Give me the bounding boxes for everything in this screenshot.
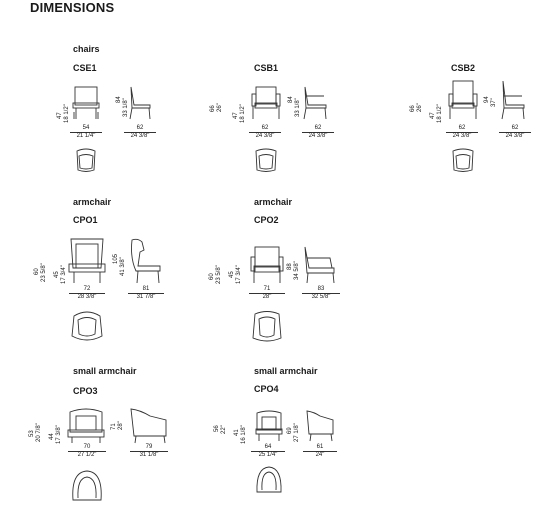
page-title: DIMENSIONS xyxy=(30,0,115,15)
tub-chair-top-view-icon xyxy=(72,470,102,501)
tub-chair-side-view-icon xyxy=(130,408,167,444)
section-label-armchair: armchair xyxy=(73,197,112,207)
height-total-in-cpo2: 34 5/8" xyxy=(294,261,300,280)
height-seat-cpo1: 45 xyxy=(54,271,60,278)
height-total-csb2: 94 xyxy=(484,96,490,103)
height-seat-in-cse1: 18 1/2" xyxy=(64,104,70,123)
height-total-csb1: 84 xyxy=(288,96,294,103)
wingchair-front-view-icon xyxy=(68,238,106,283)
height-seat-in-cpo4: 16 1/8" xyxy=(241,425,247,444)
height-arm-cpo1: 60 xyxy=(34,268,40,275)
lounge-armchair-top-view-icon xyxy=(252,311,282,342)
armchair-top-view-icon xyxy=(255,148,277,172)
wingchair-top-view-icon xyxy=(71,311,103,341)
height-arm-cpo3: 53 xyxy=(29,430,35,437)
height-seat-in-cpo2: 17 3/4" xyxy=(236,265,242,284)
small-tub-chair-front-view-icon xyxy=(255,410,283,441)
model-code-cpo4: CPO4 xyxy=(254,384,279,394)
height-total-cpo4: 69 xyxy=(287,427,293,434)
section-label-chairs: chairs xyxy=(73,44,100,54)
height-arm-csb2: 66 xyxy=(410,105,416,112)
tub-chair-front-view-icon xyxy=(67,408,105,443)
model-code-cse1: CSE1 xyxy=(73,63,97,73)
chair-front-view-icon xyxy=(72,86,100,119)
height-arm-in-cpo1: 23 5/8" xyxy=(41,263,47,282)
model-code-cpo3: CPO3 xyxy=(73,386,98,396)
lounge-armchair-side-view-icon xyxy=(304,246,335,284)
height-total-cpo2: 88 xyxy=(287,263,293,270)
height-arm-in-cpo2: 23 5/8" xyxy=(216,265,222,284)
chair-side-view-icon xyxy=(129,86,151,120)
model-code-cpo2: CPO2 xyxy=(254,215,279,225)
height-seat-in-cpo3: 17 3/8" xyxy=(56,425,62,444)
lounge-armchair-front-view-icon xyxy=(250,246,284,283)
height-total-in-cpo4: 27 1/8" xyxy=(294,423,300,442)
section-label-armchair-2: armchair xyxy=(254,197,293,207)
model-code-csb1: CSB1 xyxy=(254,63,279,73)
height-arm-in-csb1: 26" xyxy=(217,103,223,112)
small-tub-chair-top-view-icon xyxy=(256,466,282,493)
armchair-high-front-view-icon xyxy=(448,80,478,119)
small-tub-chair-side-view-icon xyxy=(306,410,334,442)
height-total-cpo1: 105 xyxy=(113,253,119,264)
height-seat-cpo2: 45 xyxy=(229,271,235,278)
height-total-cpo3: 71 xyxy=(111,423,117,430)
height-total-cse1: 84 xyxy=(116,96,122,103)
armchair-front-view-icon xyxy=(251,86,281,119)
height-arm-in-cpo3: 20 7/8" xyxy=(36,423,42,442)
model-code-cpo1: CPO1 xyxy=(73,215,98,225)
height-seat-in-cpo1: 17 3/4" xyxy=(61,265,67,284)
height-arm-cpo2: 60 xyxy=(209,273,215,280)
height-seat-in-csb2: 18 1/2" xyxy=(437,104,443,123)
height-total-in-csb2: 37" xyxy=(491,98,497,107)
height-arm-csb1: 66 xyxy=(210,105,216,112)
armchair-high-side-view-icon xyxy=(501,80,525,120)
height-arm-in-csb2: 26" xyxy=(417,103,423,112)
height-seat-cpo3: 44 xyxy=(49,433,55,440)
model-code-csb2: CSB2 xyxy=(451,63,476,73)
height-seat-csb1: 47 xyxy=(233,112,239,119)
height-seat-cse1: 47 xyxy=(57,112,63,119)
height-seat-in-csb1: 18 1/2" xyxy=(240,104,246,123)
armchair-high-top-view-icon xyxy=(452,148,474,172)
height-arm-in-cpo4: 22" xyxy=(221,425,227,434)
section-label-small-armchair-2: small armchair xyxy=(254,366,318,376)
height-arm-cpo4: 56 xyxy=(214,425,220,432)
height-total-in-cpo3: 28" xyxy=(118,421,124,430)
armchair-side-view-icon xyxy=(303,86,327,120)
height-seat-csb2: 47 xyxy=(430,112,436,119)
wingchair-side-view-icon xyxy=(131,238,161,284)
chair-top-view-icon xyxy=(76,148,96,172)
height-seat-cpo4: 41 xyxy=(234,429,240,436)
section-label-small-armchair: small armchair xyxy=(73,366,137,376)
height-total-in-cpo1: 41 3/8" xyxy=(120,257,126,276)
height-total-in-csb1: 33 1/8" xyxy=(295,98,301,117)
